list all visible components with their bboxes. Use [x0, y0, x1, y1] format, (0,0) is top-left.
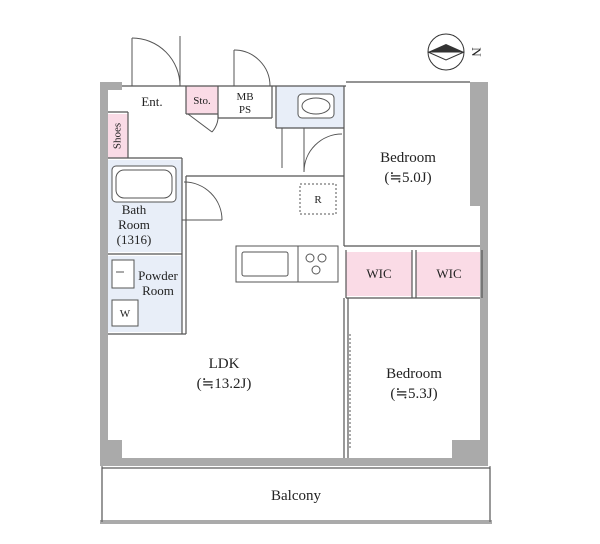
label-refrigerator: R: [314, 194, 322, 206]
washer-icon: [111, 299, 139, 327]
label-mbps-2: PS: [239, 104, 251, 116]
exterior-walls: [100, 82, 488, 466]
label-bedroom-north: Bedroom: [380, 150, 436, 166]
label-washer: W: [120, 308, 131, 320]
label-ldk-size: (≒13.2J): [197, 376, 252, 392]
sink-icon: [241, 251, 289, 277]
label-shoes: Shoes: [112, 123, 124, 149]
label-bath-2: Room: [118, 217, 150, 232]
shoes-area: [108, 114, 128, 158]
label-wic-right: WIC: [436, 266, 461, 281]
toilet-bowl-icon: [301, 97, 331, 115]
wash-basin-icon: [111, 259, 135, 289]
label-ldk: LDK: [209, 356, 240, 372]
compass-north-label: N: [469, 47, 484, 57]
label-storage: Sto.: [193, 95, 211, 107]
storage-area: [186, 86, 218, 114]
compass-arrow-icon: [428, 44, 464, 52]
label-bedroom-south: Bedroom: [386, 366, 442, 382]
bathtub-icon: [111, 165, 177, 203]
wic-left-area: [346, 252, 412, 296]
balcony: [100, 466, 492, 524]
label-powder-2: Room: [142, 283, 174, 298]
wall-lines: [108, 81, 483, 458]
wic-right-area: [416, 252, 482, 296]
label-mbps-1: MB: [236, 91, 253, 103]
compass: N: [427, 33, 484, 71]
label-bath-1: Bath: [122, 202, 147, 217]
label-wic-left: WIC: [366, 266, 391, 281]
kitchen-counter: [235, 245, 339, 283]
label-bedroom-south-size: (≒5.3J): [390, 386, 437, 402]
fixtures: [111, 93, 339, 327]
label-bedroom-north-size: (≒5.0J): [384, 170, 431, 186]
label-powder-1: Powder: [138, 268, 178, 283]
label-entrance: Ent.: [141, 94, 162, 109]
label-balcony: Balcony: [271, 488, 321, 504]
room-labels: Ent. Sto. MB PS Shoes Bath Room (1316) P…: [112, 91, 462, 504]
storage-door: [187, 113, 213, 133]
burner-icon: [305, 253, 315, 263]
doors: [131, 36, 472, 450]
label-bath-3: (1316): [117, 232, 152, 247]
refrigerator-icon: [299, 183, 337, 215]
